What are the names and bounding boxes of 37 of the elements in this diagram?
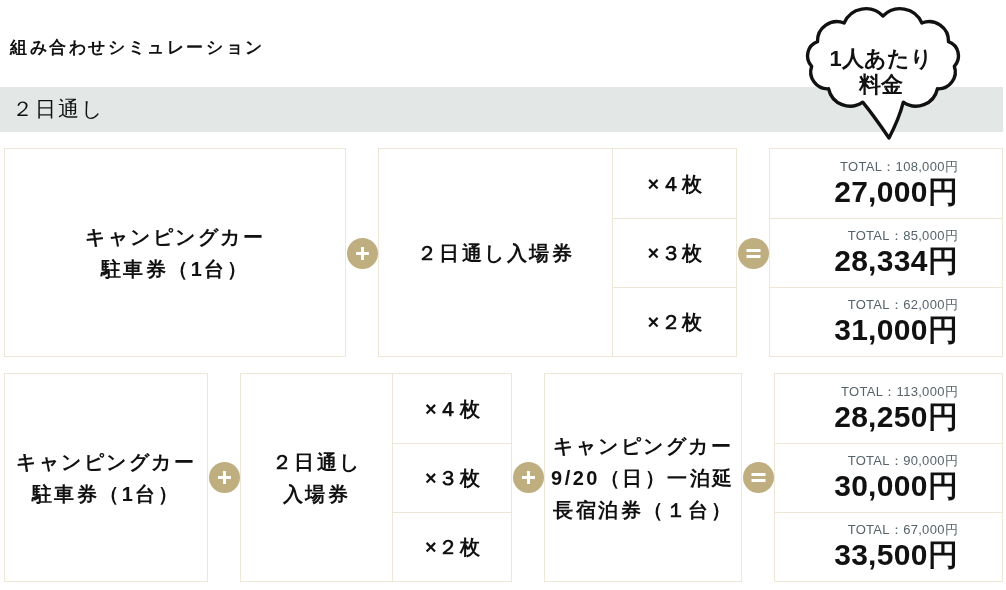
ticket-box: [544, 373, 742, 582]
per-person-price: 30,000円: [834, 469, 958, 503]
total-amount: TOTAL：62,000円: [847, 297, 958, 313]
total-amount: TOTAL：90,000円: [847, 453, 958, 469]
total-amount: TOTAL：113,000円: [841, 383, 958, 400]
per-person-price: 27,000円: [834, 174, 958, 209]
ticket-name: ２日通し入場券: [416, 240, 575, 266]
total-amount: TOTAL：108,000円: [840, 158, 958, 175]
ticket-box: [4, 148, 346, 357]
quantity-row: [612, 148, 737, 219]
quantity-label: ×４枚: [423, 396, 482, 422]
ticket-name: キャンピングカー駐車券（1台）: [15, 449, 197, 507]
price-panel: [769, 148, 1003, 357]
ticket-name: キャンピングカー9/20（日）一泊延長宿泊券（１台）: [550, 433, 736, 523]
quantity-row: [612, 219, 737, 288]
total-amount: TOTAL：67,000円: [847, 522, 958, 538]
quantity-label: ×３枚: [646, 241, 704, 266]
page-title: 組み合わせシミュレーション: [10, 37, 265, 59]
ticket-name: キャンピングカー駐車券（1台）: [84, 224, 266, 282]
price-panel: [774, 373, 1003, 582]
per-person-price: 33,500円: [834, 538, 958, 572]
quantity-label: ×４枚: [646, 171, 704, 197]
per-person-price: 28,334円: [834, 244, 958, 278]
ticket-box: [4, 373, 208, 582]
quantity-label: ×２枚: [646, 310, 704, 335]
per-person-price: 31,000円: [834, 313, 958, 347]
bubble-text: 1人あたり料金: [828, 46, 934, 98]
quantity-label: ×３枚: [423, 466, 482, 491]
per-person-price: 28,250円: [834, 399, 958, 434]
quantity-label: ×２枚: [423, 535, 482, 560]
quantity-row: [392, 444, 512, 513]
total-amount: TOTAL：85,000円: [847, 228, 958, 244]
ticket-name: ２日通し入場券: [270, 449, 363, 507]
section-heading: ２日通し: [12, 96, 105, 122]
ticket-box: [240, 373, 512, 582]
quantity-row: [392, 373, 512, 444]
ticket-box: [378, 148, 737, 357]
